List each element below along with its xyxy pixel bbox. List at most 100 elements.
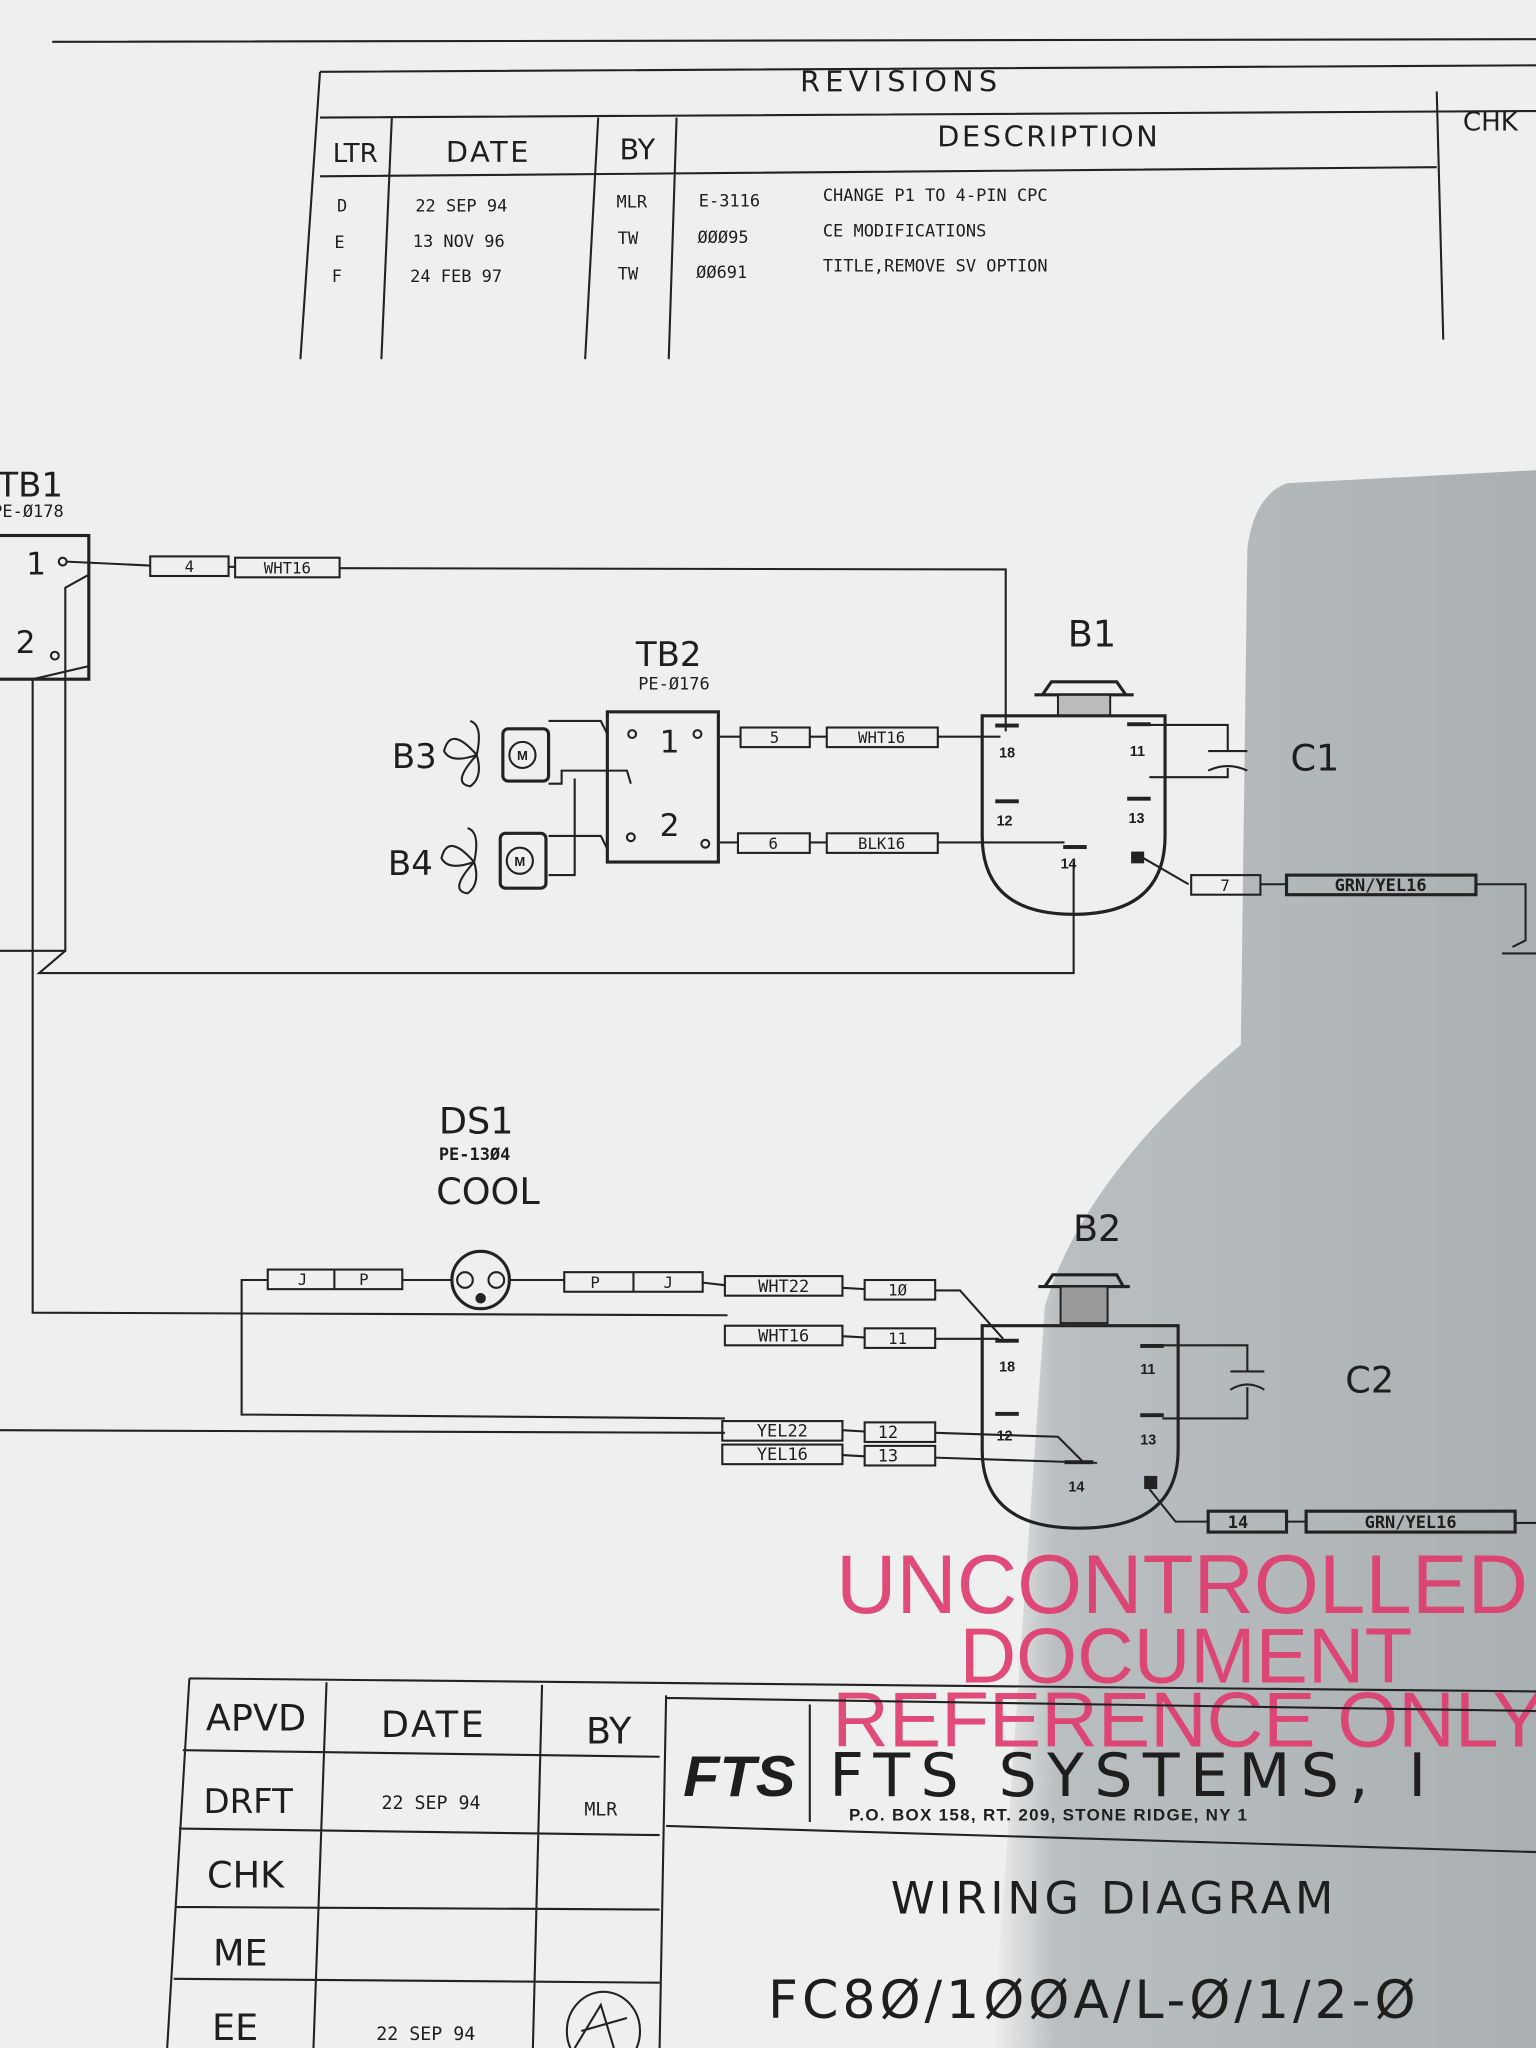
schematic-wires-w14-color: GRN/YEL16 <box>1365 1513 1457 1533</box>
fan-icon <box>440 827 478 895</box>
schematic-wires-w11-color: WHT16 <box>758 1326 809 1346</box>
stamp-line2: DOCUMENT <box>960 1611 1413 1699</box>
wire-label-6: 6 BLK16 <box>736 832 939 854</box>
revisions-rows-0-ltr: D <box>337 197 347 217</box>
title_block-rows-3-date: 22 SEP 94 <box>376 2024 475 2045</box>
revisions-title: REVISIONS <box>800 64 1002 98</box>
wire-label-5: 5 WHT16 <box>739 726 939 749</box>
revisions-rows-2-by: TW <box>618 265 639 285</box>
title_block-headers-apvd: APVD <box>206 1697 306 1740</box>
schematic-c2-label: C2 <box>1345 1358 1394 1401</box>
title-block: APVD DATE BY DRFT 22 SEP 94 MLR CHK ME EE 2… <box>166 1677 1536 2048</box>
schematic-wires-w5-color: WHT16 <box>858 728 905 747</box>
revisions-rows-1-ecn: ØØØ95 <box>697 228 748 248</box>
title_block-headers-by: BY <box>586 1710 632 1753</box>
schematic-tb1-part: PE-Ø178 <box>0 502 64 522</box>
revisions-rows-0-description: CHANGE P1 TO 4-PIN CPC <box>823 186 1048 206</box>
wire-label-13: YEL16 13 <box>721 1443 937 1467</box>
schematic-wires-w12-color: YEL22 <box>757 1422 808 1442</box>
schematic-b1-label: B1 <box>1068 613 1116 656</box>
header-date: DATE <box>446 135 531 169</box>
terminal-block-tb1: TB1 PE-Ø178 1 2 <box>0 465 91 681</box>
schematic-wires-w6-num: 6 <box>769 834 778 853</box>
schematic-b2-pins-2: 12 <box>997 1429 1013 1445</box>
schematic-b1-pins-0: 18 <box>999 746 1015 762</box>
schematic-b3-motor: M <box>517 748 528 763</box>
schematic-tb2-pin2: 2 <box>660 808 680 844</box>
schematic-b1-pins-2: 12 <box>997 813 1013 829</box>
schematic-b2-label: B2 <box>1073 1207 1121 1250</box>
schematic-tb1-pin2: 2 <box>16 625 36 661</box>
schematic-wires-w14-num: 14 <box>1228 1513 1248 1533</box>
drawing-title: WIRING DIAGRAM <box>891 1873 1337 1924</box>
wire-label-12: YEL22 12 <box>721 1420 937 1443</box>
schematic-b2-pins-0: 18 <box>999 1359 1015 1375</box>
header-description: DESCRIPTION <box>937 119 1160 153</box>
schematic-b3-label: B3 <box>392 737 437 777</box>
schematic-tb2-pin1: 1 <box>660 724 680 760</box>
thermostat-b2: B2 18 11 12 13 14 C2 <box>980 1207 1394 1530</box>
schematic-wires-w5-num: 5 <box>770 728 779 747</box>
revisions-rows-0-ecn: E-3116 <box>699 191 760 211</box>
revisions-rows-0-by: MLR <box>616 193 647 213</box>
title_block-rows-2-role: ME <box>213 1932 268 1975</box>
schematic-wires-w6-color: BLK16 <box>858 834 905 853</box>
schematic-tb2-part: PE-Ø176 <box>638 675 710 695</box>
schematic-b2-pins-4: 14 <box>1068 1480 1084 1496</box>
revision-row: E 13 NOV 96 TW ØØØ95 CE MODIFICATIONS <box>334 221 986 253</box>
indicator-lamp-ds1: DS1 PE-13Ø4 COOL J P P J <box>266 1100 704 1311</box>
schematic-ds1-label: DS1 <box>439 1100 514 1143</box>
schematic-ds1-conn_j: J <box>664 1273 673 1292</box>
model-number: FC8Ø/1ØØA/L-Ø/1/2-Ø <box>768 1971 1419 2031</box>
revisions-rows-1-by: TW <box>618 229 639 249</box>
schematic-wires-w13-num: 13 <box>878 1447 898 1467</box>
wire-label-10: WHT22 1Ø <box>723 1275 937 1301</box>
schematic-wires-w13-color: YEL16 <box>757 1445 808 1465</box>
company-name: FTS SYSTEMS, I <box>829 1741 1436 1811</box>
header-by: BY <box>620 132 656 166</box>
title_block-logo: FTS <box>683 1745 795 1809</box>
revisions-rows-1-description: CE MODIFICATIONS <box>823 221 986 241</box>
title_block-rows-1-role: CHK <box>207 1853 285 1896</box>
revisions-rows-2-ltr: F <box>332 267 342 287</box>
schematic-b1-pins-4: 14 <box>1061 857 1077 873</box>
schematic-ds1-conn_p: P <box>590 1273 599 1292</box>
schematic-wires-w10-color: WHT22 <box>758 1277 809 1297</box>
schematic-wires-w4-num: 4 <box>185 557 194 576</box>
fan-motor-b3: B3 M <box>392 719 551 788</box>
header-chk: CHK <box>1463 108 1519 138</box>
signoff-row: EE 22 SEP 94 <box>212 1990 642 2048</box>
schematic-wires-w10-num: 1Ø <box>888 1281 907 1300</box>
wire-paths <box>0 560 1536 1524</box>
wire-label-7: 7 GRN/YEL16 <box>1190 873 1478 897</box>
revisions-rows-2-description: TITLE,REMOVE SV OPTION <box>823 257 1048 277</box>
schematic-wires-w7-num: 7 <box>1220 876 1229 895</box>
signoff-row: ME <box>213 1932 268 1975</box>
schematic-wires-w4-color: WHT16 <box>264 558 311 577</box>
revisions-rows-1-ltr: E <box>334 233 344 253</box>
company-address: P.O. BOX 158, RT. 209, STONE RIDGE, NY 1 <box>849 1806 1248 1825</box>
schematic-wires-w12-num: 12 <box>878 1423 898 1443</box>
header-ltr: LTR <box>333 139 378 169</box>
revisions-rows-2-date: 24 FEB 97 <box>410 267 502 287</box>
title_block-rows-0-role: DRFT <box>203 1782 293 1822</box>
signoff-row: CHK <box>207 1853 285 1896</box>
schematic-b1-pins-1: 11 <box>1130 744 1145 760</box>
fan-motor-b4: B4 M <box>388 827 548 895</box>
title_block-rows-0-date: 22 SEP 94 <box>382 1793 481 1814</box>
schematic-ds1-conn_p: P <box>359 1270 368 1289</box>
revisions-rows-2-ecn: ØØ691 <box>696 263 747 283</box>
title_block-headers-date: DATE <box>381 1703 487 1746</box>
revisions-rows-0-date: 22 SEP 94 <box>415 197 507 217</box>
schematic-b4-motor: M <box>514 854 525 869</box>
schematic-ds1-part: PE-13Ø4 <box>439 1145 511 1165</box>
fts-logo: FTS <box>683 1745 795 1809</box>
schematic-b2-pins-1: 11 <box>1140 1362 1155 1378</box>
schematic-b1-pins-3: 13 <box>1128 811 1144 827</box>
schematic-wires-w7-color: GRN/YEL16 <box>1335 876 1427 896</box>
title_block-rows-3-role: EE <box>212 2006 258 2048</box>
schematic-tb1-pin1: 1 <box>26 547 46 583</box>
title_block-rows-0-by: MLR <box>584 1800 617 1821</box>
